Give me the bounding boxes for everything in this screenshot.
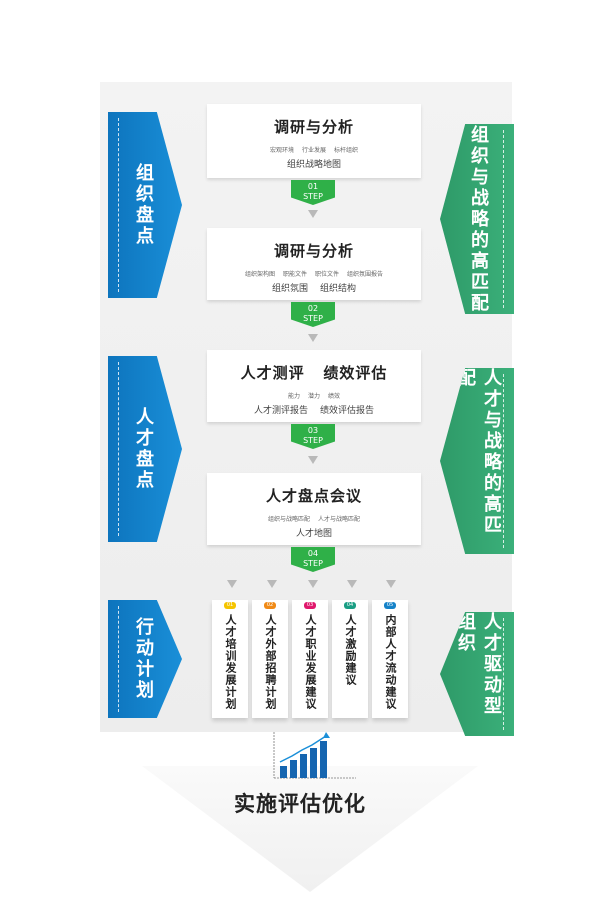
panel-subitems: 能力潜力绩效 (287, 393, 341, 400)
card-label: 内部人才流动建议 (384, 614, 397, 710)
action-card-incentive: 04 人才激励建议 (332, 600, 368, 718)
card-label: 人才职业发展建议 (304, 614, 317, 710)
chevron-down-icon (308, 210, 318, 218)
card-label: 人才外部招聘计划 (264, 614, 277, 710)
panel-assessment: 人才测评 绩效评估 能力潜力绩效 人才测评报告绩效评估报告 (207, 350, 421, 422)
chevron-down-icon (386, 580, 396, 588)
growth-chart-icon (273, 732, 356, 779)
panel-subitems: 组织与战略匹配人才与战略匹配 (267, 516, 361, 523)
card-label: 人才激励建议 (344, 614, 357, 686)
chevron-down-icon (347, 580, 357, 588)
final-arrow (142, 766, 478, 892)
panel-review-meeting: 人才盘点会议 组织与战略匹配人才与战略匹配 人才地图 (207, 473, 421, 545)
card-number-badge: 02 (264, 602, 276, 609)
final-step-title: 实施评估优化 (234, 792, 366, 816)
action-card-training: 01 人才培训发展计划 (212, 600, 248, 718)
panel-title: 人才盘点会议 (265, 487, 362, 505)
panel-output: 人才测评报告绩效评估报告 (253, 406, 375, 416)
card-label: 人才培训发展计划 (224, 614, 237, 710)
chevron-down-icon (267, 580, 277, 588)
panel-subitems: 宏观环境行业发展标杆组织 (269, 147, 359, 154)
action-card-recruitment: 02 人才外部招聘计划 (252, 600, 288, 718)
panel-title: 调研与分析 (273, 242, 354, 260)
panel-title: 调研与分析 (273, 118, 354, 136)
chevron-down-icon (308, 334, 318, 342)
panel-subitems: 组织架构图职能文件职位文件组织氛围报告 (244, 271, 384, 278)
action-card-mobility: 05 内部人才流动建议 (372, 600, 408, 718)
action-card-career: 03 人才职业发展建议 (292, 600, 328, 718)
chevron-down-icon (308, 456, 318, 464)
panel-output: 人才地图 (295, 529, 332, 539)
card-number-badge: 04 (344, 602, 356, 609)
card-number-badge: 01 (224, 602, 236, 609)
chevron-down-icon (308, 580, 318, 588)
panel-title: 人才测评 绩效评估 (240, 364, 388, 382)
panel-output: 组织氛围组织结构 (271, 284, 357, 294)
card-number-badge: 03 (304, 602, 316, 609)
card-number-badge: 05 (384, 602, 396, 609)
chevron-down-icon (227, 580, 237, 588)
panel-output: 组织战略地图 (286, 160, 341, 170)
panel-research-1: 调研与分析 宏观环境行业发展标杆组织 组织战略地图 (207, 104, 421, 178)
panel-research-2: 调研与分析 组织架构图职能文件职位文件组织氛围报告 组织氛围组织结构 (207, 228, 421, 300)
